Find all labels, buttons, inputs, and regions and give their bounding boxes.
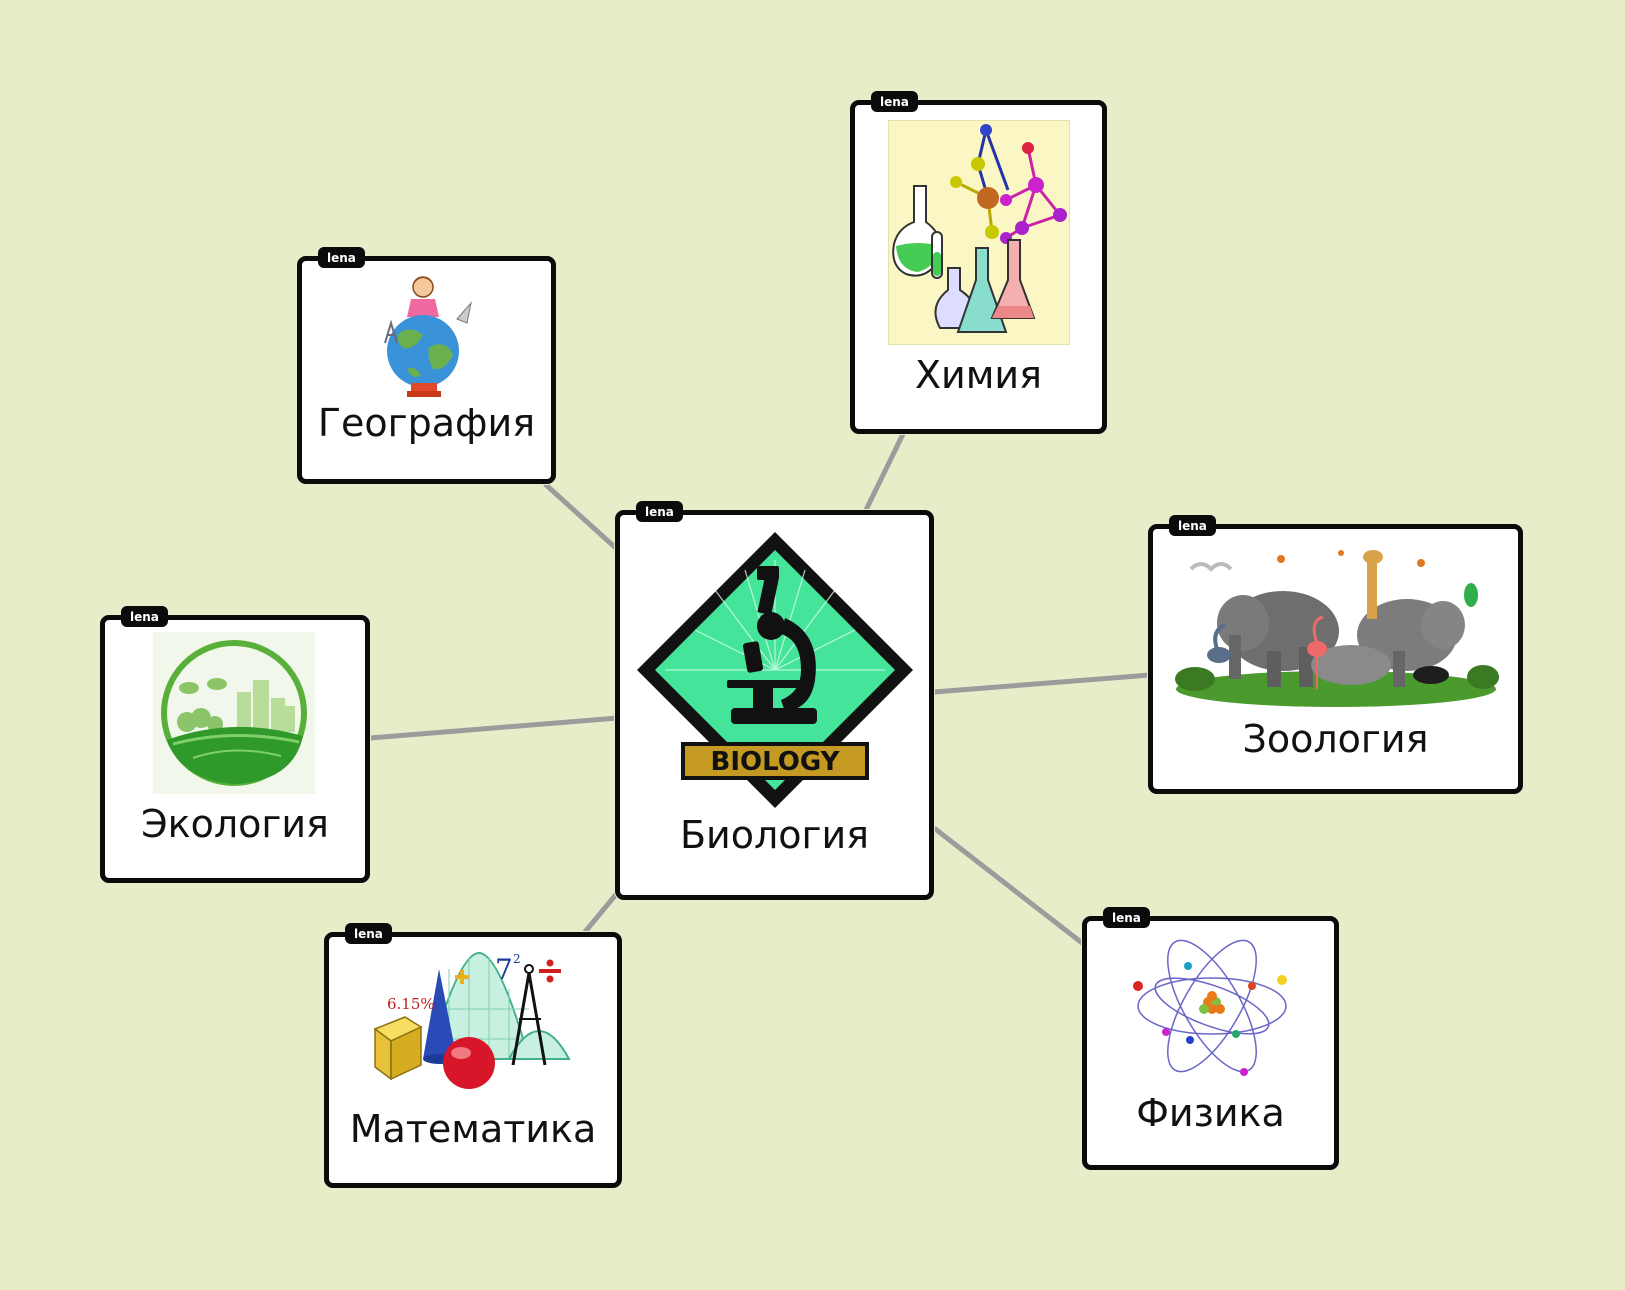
node-label: Химия <box>915 353 1042 397</box>
owner-tag: lena <box>636 501 683 522</box>
node-zoology[interactable]: lena <box>1148 515 1523 794</box>
chemistry-flasks-molecule-icon <box>888 120 1070 345</box>
math-power-base: 7 <box>495 953 513 986</box>
owner-tag: lena <box>318 247 365 268</box>
node-label: Зоология <box>1242 717 1429 761</box>
node-label: Математика <box>349 1107 597 1151</box>
math-percent-label: 6.15% <box>387 995 435 1013</box>
node-physics[interactable]: lena <box>1082 907 1339 1170</box>
animals-group-photo <box>1175 550 1499 707</box>
connector-geography <box>543 482 620 552</box>
connector-math <box>578 890 620 940</box>
node-chemistry[interactable]: lena <box>850 91 1107 434</box>
connector-zoology <box>933 672 1151 695</box>
node-label: Биология <box>679 813 870 857</box>
owner-tag: lena <box>121 606 168 627</box>
green-city-leaf-icon <box>153 632 315 794</box>
biology-badge-text: BIOLOGY <box>711 747 841 777</box>
connector-physics <box>932 826 1088 948</box>
owner-tag: lena <box>871 91 918 112</box>
node-ecology[interactable]: lena Экология <box>100 606 370 883</box>
microscope-diamond-icon: BIOLOGY <box>637 532 913 808</box>
node-label: География <box>317 401 536 445</box>
node-math[interactable]: lena 7 2 <box>324 923 622 1188</box>
node-geography[interactable]: lena География <box>297 247 556 484</box>
owner-tag: lena <box>345 923 392 944</box>
node-label: Экология <box>141 802 329 846</box>
owner-tag: lena <box>1169 515 1216 536</box>
girl-on-globe-icon <box>384 276 472 397</box>
node-label: Физика <box>1136 1091 1285 1135</box>
math-shapes-compass-icon: 7 2 6.15% <box>373 951 571 1089</box>
atom-orbits-icon <box>1133 939 1287 1076</box>
math-power-exponent: 2 <box>513 952 521 966</box>
owner-tag: lena <box>1103 907 1150 928</box>
node-center-biology[interactable]: lena <box>615 501 934 900</box>
connector-chemistry <box>863 428 908 512</box>
connector-ecology <box>369 715 619 741</box>
